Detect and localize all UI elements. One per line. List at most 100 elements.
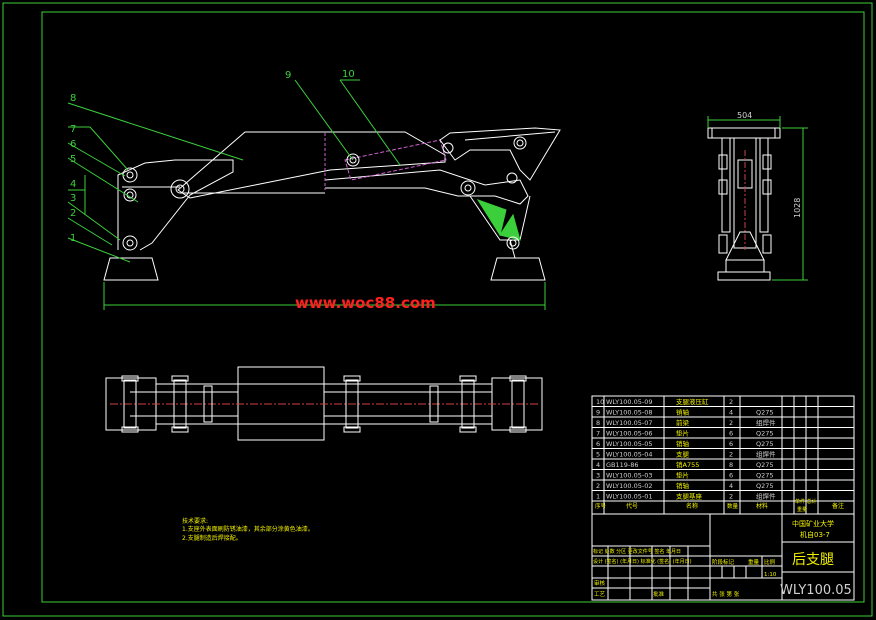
- parts-header-unit-total: 单件 总计: [795, 498, 817, 505]
- parts-row-name: 垫片: [676, 429, 689, 438]
- parts-row-material: Q275: [756, 430, 774, 438]
- parts-row-code: WLY100.05-03: [606, 472, 653, 480]
- parts-row-qty: 2: [729, 493, 733, 501]
- review-label: 审核: [594, 579, 606, 587]
- right-base: [490, 257, 546, 281]
- parts-row-qty: 2: [729, 398, 733, 406]
- pin-joints: [122, 136, 527, 251]
- left-leg: [117, 159, 234, 251]
- parts-header-material: 材料: [756, 502, 768, 510]
- top-plate: [707, 127, 781, 139]
- parts-row-qty: 6: [729, 430, 733, 438]
- callout-numbers: 1 2 3 4 5 6 7 8 9 10: [70, 69, 355, 244]
- parts-row-name: 垫片: [676, 471, 689, 480]
- parts-row-code: GB119-86: [606, 461, 639, 469]
- parts-row-qty: 4: [729, 482, 733, 490]
- parts-row-no: 4: [596, 461, 600, 469]
- head-plate: [439, 127, 561, 181]
- weight-label: 重量: [748, 558, 760, 566]
- callout-1: 1: [70, 233, 76, 244]
- parts-row-material: Q275: [756, 472, 774, 480]
- parts-row-no: 6: [596, 440, 600, 448]
- callout-8: 8: [70, 93, 76, 104]
- ratio-label: 比例: [764, 558, 776, 566]
- parts-row-code: WLY100.05-06: [606, 430, 653, 438]
- parts-row-name: 销轴: [676, 408, 690, 417]
- parts-row-code: WLY100.05-07: [606, 419, 653, 427]
- callout-leaders: [67, 79, 401, 263]
- parts-row-code: WLY100.05-01: [606, 493, 653, 501]
- side-view: [707, 116, 808, 281]
- parts-row-no: 9: [596, 409, 600, 417]
- height-dimension: 1028: [793, 198, 802, 218]
- parts-row-material: Q275: [756, 409, 774, 417]
- parts-row-material: Q275: [756, 440, 774, 448]
- parts-header-qty: 数量: [727, 502, 739, 510]
- callout-7: 7: [70, 124, 76, 135]
- callout-6: 6: [70, 139, 76, 150]
- drawing-title: 后支腿: [792, 552, 834, 568]
- parts-row-code: WLY100.05-02: [606, 482, 653, 490]
- parts-row-name: 销轴: [676, 439, 690, 448]
- parts-row-code: WLY100.05-08: [606, 409, 653, 417]
- parts-row-qty: 6: [729, 472, 733, 480]
- parts-row-name: 支腿液压缸: [676, 397, 709, 406]
- parts-row-material: 组焊件: [756, 492, 776, 501]
- hydraulic-cylinder: [344, 139, 447, 181]
- inner-border: [41, 11, 865, 603]
- callout-3: 3: [70, 193, 76, 204]
- parts-row-material: 组焊件: [756, 450, 776, 459]
- mark-row: 标记 处数 分区 更改文件号 签名 年月日: [593, 548, 681, 555]
- parts-row-qty: 2: [729, 451, 733, 459]
- notes-line-1: 1.支座外表面刷防锈油漆，其余部分涂黄色油漆。: [182, 525, 314, 533]
- plan-pins: [121, 375, 527, 433]
- parts-row-code: WLY100.05-05: [606, 440, 653, 448]
- lower-link: [324, 169, 529, 205]
- parts-header-name: 名称: [686, 502, 698, 510]
- callout-5: 5: [70, 154, 76, 165]
- parts-row-no: 7: [596, 430, 600, 438]
- class-name: 机自03-7: [800, 530, 830, 539]
- callout-2: 2: [70, 208, 76, 219]
- stage-label: 阶段标记: [712, 558, 735, 566]
- parts-row-no: 8: [596, 419, 600, 427]
- approve-label: 批准: [653, 590, 665, 598]
- top-view: [105, 366, 543, 441]
- parts-row-no: 3: [596, 472, 600, 480]
- parts-row-name: 销轴: [676, 481, 690, 490]
- parts-row-qty: 6: [729, 440, 733, 448]
- callout-9: 9: [285, 70, 291, 81]
- callout-10: 10: [342, 69, 355, 80]
- drawing-number: WLY100.05: [780, 583, 852, 598]
- technical-notes: 技术要求: 1.支座外表面刷防锈油漆，其余部分涂黄色油漆。 2.支腿制造后焊接配…: [182, 517, 314, 542]
- parts-row-name: 支腿基座: [676, 492, 703, 501]
- notes-heading: 技术要求:: [182, 517, 208, 525]
- design-row: 设计 (签名) (年月日) 标准化 (签名) (年月日): [593, 558, 692, 565]
- sheet-label: 共 张 第 张: [712, 590, 740, 598]
- parts-row-name: 销A755: [676, 460, 699, 469]
- front-view: [103, 127, 561, 310]
- parts-header-remark: 备注: [832, 502, 844, 510]
- parts-header-weight: 重量: [797, 506, 807, 513]
- parts-row-name: 支腿: [676, 450, 690, 459]
- parts-header-no: 序号: [595, 502, 607, 510]
- parts-row-qty: 2: [729, 419, 733, 427]
- notes-line-2: 2.支腿制造后焊接配。: [182, 534, 242, 542]
- parts-row-code: WLY100.05-09: [606, 398, 653, 406]
- parts-row-material: Q275: [756, 461, 774, 469]
- school-name: 中国矿业大学: [792, 519, 834, 528]
- parts-row-name: 前梁: [676, 418, 690, 427]
- width-dimension: 504: [737, 111, 752, 120]
- left-base: [103, 257, 159, 281]
- watermark: www.woc88.com: [295, 294, 436, 312]
- parts-row-qty: 4: [729, 409, 733, 417]
- parts-row-no: 1: [596, 493, 600, 501]
- front-beam: [177, 131, 446, 199]
- parts-row-no: 10: [596, 398, 604, 406]
- weld-hatch: [476, 199, 507, 237]
- parts-row-material: Q275: [756, 482, 774, 490]
- callout-4: 4: [70, 179, 76, 190]
